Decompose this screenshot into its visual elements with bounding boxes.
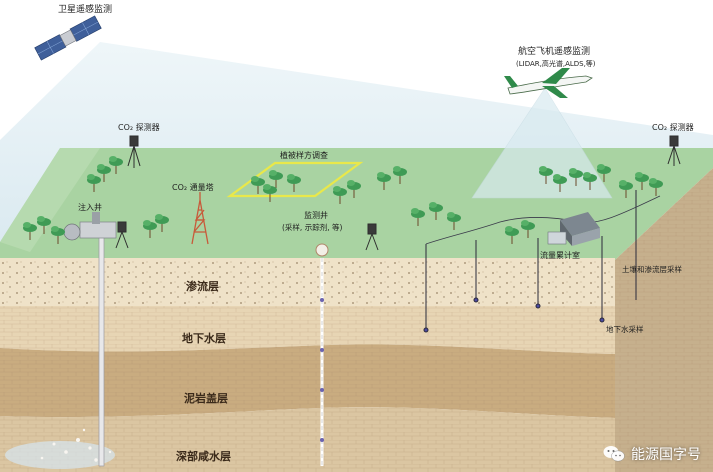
watermark-text: 能源国字号 xyxy=(631,447,701,463)
layer-label-mudstone: 泥岩盖层 xyxy=(184,391,228,405)
tree xyxy=(649,178,663,196)
tree xyxy=(155,214,169,232)
label-flow-meter: 流量累计室 xyxy=(540,250,580,260)
wechat-icon xyxy=(603,446,625,462)
tree xyxy=(411,208,425,226)
label-monitor-well-sub: (采样, 示踪剂, 等) xyxy=(282,222,342,232)
tree xyxy=(269,170,283,188)
flux-tower xyxy=(191,192,209,245)
tree xyxy=(347,180,361,198)
label-injection-well: 注入井 xyxy=(78,202,102,212)
layer-label-groundwater: 地下水层 xyxy=(182,331,226,345)
tree xyxy=(521,220,535,238)
tree xyxy=(553,174,567,192)
tree xyxy=(597,164,611,182)
tree xyxy=(87,174,101,192)
co2-detector-right xyxy=(667,135,681,166)
tree xyxy=(37,216,51,234)
co2-detector-mid-left xyxy=(115,221,129,249)
sampling-probes xyxy=(423,190,637,333)
vegetation-plot xyxy=(226,161,364,198)
tree xyxy=(51,226,65,244)
soil-layers xyxy=(0,258,615,472)
tree xyxy=(251,176,265,194)
tree xyxy=(287,174,301,192)
co2-detector-mid xyxy=(365,223,379,251)
tree xyxy=(429,202,443,220)
tree xyxy=(635,172,649,190)
sampling-cables xyxy=(425,195,661,245)
satellite-icon xyxy=(34,15,102,61)
co2-detector-left xyxy=(127,135,141,168)
tree xyxy=(505,226,519,244)
monitoring-well xyxy=(315,243,329,466)
label-aircraft-sub: (LIDAR,高光谱,ALDS,等) xyxy=(516,59,596,68)
tree xyxy=(333,186,347,204)
label-co2-detector-right: CO₂ 探测器 xyxy=(652,122,694,132)
tree xyxy=(143,220,157,238)
watermark: 能源国字号 xyxy=(603,444,701,464)
tree xyxy=(447,212,461,230)
label-satellite: 卫星遥感监测 xyxy=(58,3,112,15)
tree xyxy=(263,184,277,202)
label-soil-gas-sampling: 土壤和渗流层采样 xyxy=(622,264,682,274)
tree xyxy=(97,164,111,182)
tree xyxy=(377,172,391,190)
label-flux-tower: CO₂ 通量塔 xyxy=(172,182,214,192)
label-aircraft: 航空飞机遥感监测 xyxy=(518,45,590,57)
tree xyxy=(539,166,553,184)
layer-label-saline: 深部咸水层 xyxy=(176,449,231,463)
flow-meter-box xyxy=(547,212,600,246)
aircraft-icon xyxy=(504,68,593,98)
tree xyxy=(393,166,407,184)
label-vegetation-plot: 植被样方调查 xyxy=(280,150,328,160)
label-co2-detector-left: CO₂ 探测器 xyxy=(118,122,160,132)
tree xyxy=(109,156,123,174)
label-monitor-well: 监测井 xyxy=(304,210,328,220)
layer-label-vadose: 渗流层 xyxy=(186,279,219,293)
tree xyxy=(23,222,37,240)
trees xyxy=(23,156,663,244)
tree xyxy=(583,172,597,190)
injection-well xyxy=(63,212,117,467)
tree xyxy=(619,180,633,198)
tree xyxy=(569,168,583,186)
label-groundwater-sampling: 地下水采样 xyxy=(606,324,644,334)
